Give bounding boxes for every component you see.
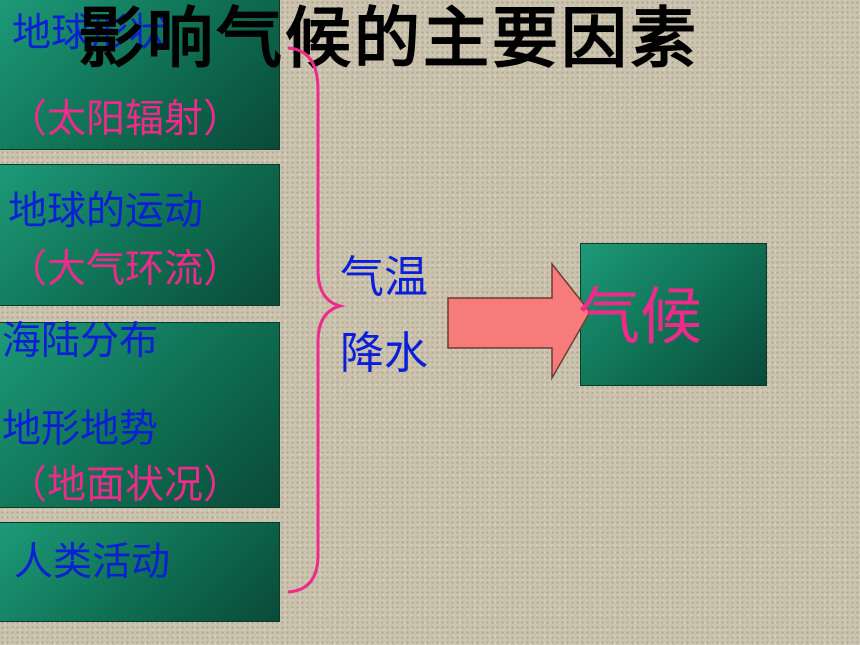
factor-land-sea-name: 海陆分布 bbox=[2, 319, 159, 364]
climate-box bbox=[580, 243, 767, 386]
factor-box-land-terrain bbox=[0, 322, 280, 508]
brace-icon bbox=[287, 46, 346, 594]
element-temperature: 气温 bbox=[340, 252, 428, 303]
factor-earth-motion-detail: （大气环流） bbox=[8, 247, 243, 292]
element-precipitation: 降水 bbox=[340, 328, 428, 379]
factor-box-human bbox=[0, 522, 280, 622]
factor-box-earth-shape bbox=[0, 0, 280, 150]
climate-label: 气候 bbox=[578, 280, 703, 353]
factor-box-earth-motion bbox=[0, 164, 280, 306]
factor-terrain-detail: （地面状况） bbox=[8, 463, 243, 508]
factor-earth-shape-detail: （太阳辐射） bbox=[8, 97, 243, 142]
arrow-icon bbox=[447, 261, 591, 381]
factor-earth-shape-name: 地球形状 bbox=[12, 11, 169, 56]
factor-terrain-name: 地形地势 bbox=[2, 407, 159, 452]
factor-earth-motion-name: 地球的运动 bbox=[8, 189, 204, 234]
page-title: 影响气候的主要因素 bbox=[78, 0, 699, 77]
factor-human-name: 人类活动 bbox=[14, 540, 171, 585]
